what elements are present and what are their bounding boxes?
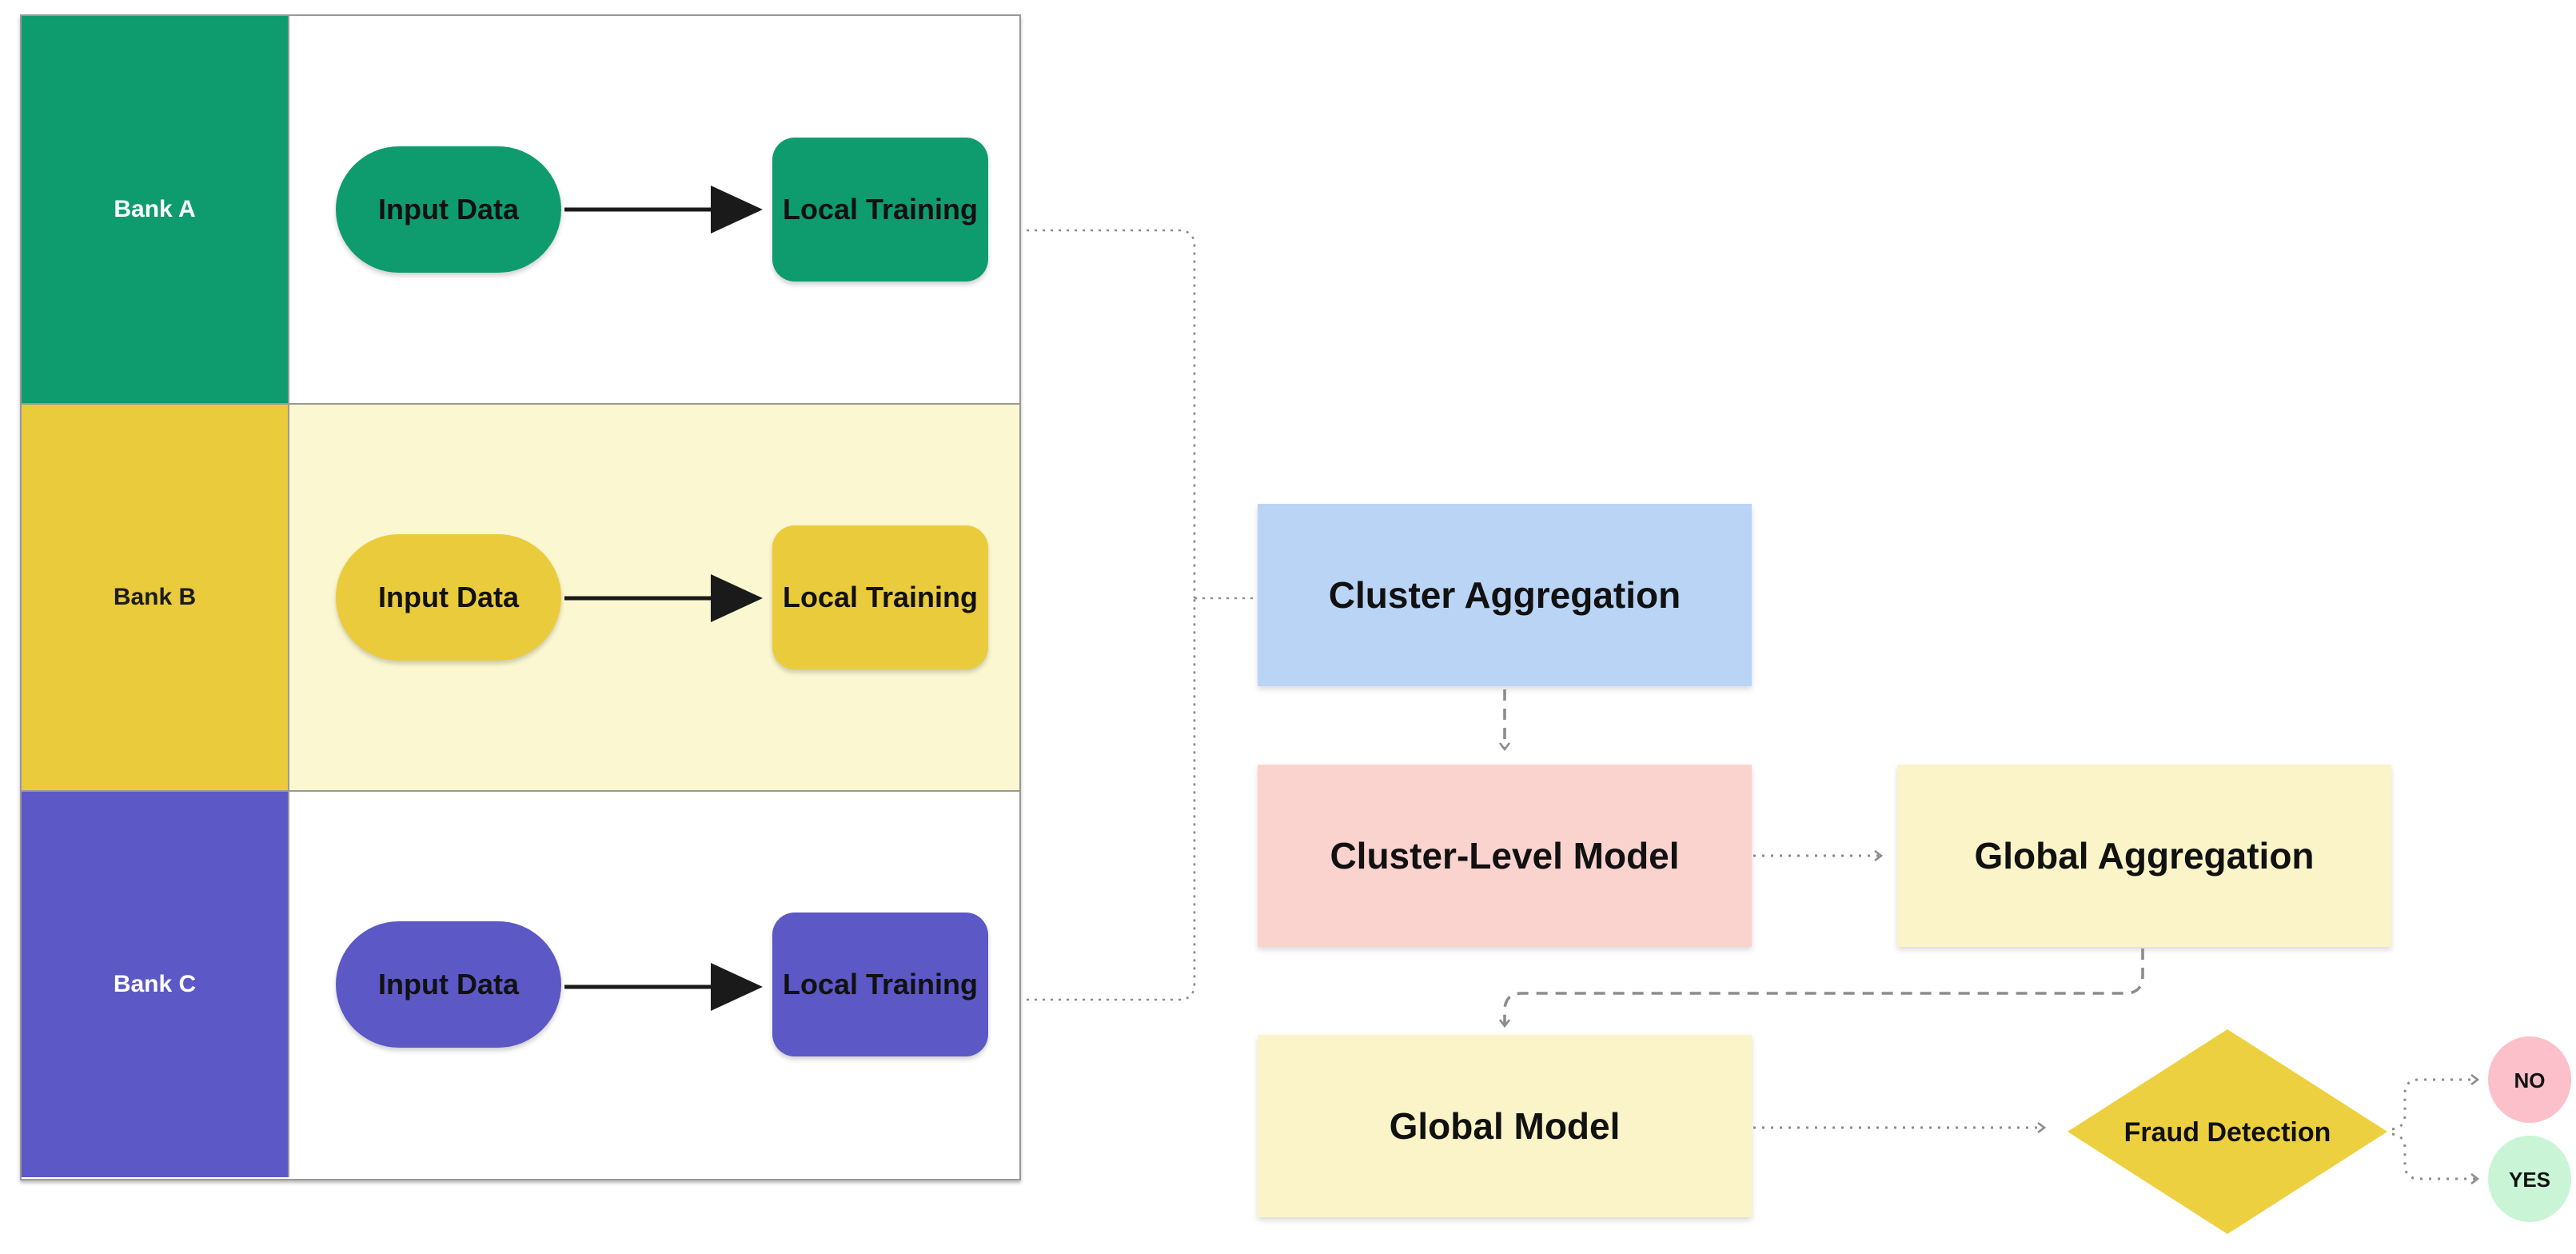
node-label: Local Training (782, 968, 979, 1000)
lane-header-bank-c: Bank C (22, 792, 289, 1177)
lane-row-bank-a: Input Data Local Training (289, 16, 1019, 403)
node-input-data-bank-b: Input Data (336, 534, 561, 661)
outcome-no-label: NO (2514, 1068, 2546, 1092)
node-label: Cluster-Level Model (1330, 835, 1680, 877)
node-input-data-bank-a: Input Data (336, 146, 561, 273)
connector-bank-c-to-cluster-aggregation (1027, 598, 1196, 1001)
node-local-training-bank-b: Local Training (772, 525, 988, 669)
lane-label-bank-b: Bank B (113, 584, 197, 610)
lane-bank-b: Bank B Input Data Local Training (22, 403, 1019, 790)
lane-row-bank-b: Input Data Local Training (289, 405, 1019, 790)
lane-header-bank-a: Bank A (22, 16, 289, 403)
lane-bank-a: Bank A Input Data Local Training (22, 16, 1019, 403)
node-global-model: Global Model (1258, 1035, 1752, 1217)
node-outcome-no (2488, 1036, 2571, 1123)
bank-lanes-table: Bank A Input Data Local Training Bank B … (20, 14, 1021, 1180)
node-local-training-bank-c: Local Training (772, 913, 988, 1056)
node-label: Local Training (782, 581, 979, 613)
node-label: Input Data (378, 968, 519, 1000)
node-label: Global Model (1389, 1105, 1621, 1147)
connector-fraud-detection-to-yes (2391, 1132, 2477, 1179)
node-global-aggregation: Global Aggregation (1897, 765, 2391, 947)
outcome-yes-label: YES (2509, 1168, 2550, 1192)
fraud-detection-label: Fraud Detection (2124, 1117, 2331, 1148)
connector-global-aggregation-to-global-model (1505, 948, 2144, 1025)
node-cluster-aggregation: Cluster Aggregation (1258, 504, 1752, 686)
node-input-data-bank-c: Input Data (336, 921, 561, 1048)
connector-bank-a-to-cluster-aggregation (1027, 229, 1196, 598)
node-label: Input Data (378, 581, 519, 613)
node-label: Local Training (782, 193, 979, 226)
lane-bank-c: Bank C Input Data Local Training (22, 790, 1019, 1177)
lane-label-bank-a: Bank A (114, 196, 196, 222)
node-outcome-yes (2488, 1136, 2571, 1222)
node-fraud-detection-diamond (2068, 1029, 2387, 1234)
lane-label-bank-c: Bank C (113, 971, 197, 997)
node-label: Global Aggregation (1974, 835, 2315, 877)
connector-fraud-detection-to-no (2391, 1080, 2477, 1131)
lane-header-bank-b: Bank B (22, 405, 289, 790)
node-label: Cluster Aggregation (1328, 574, 1681, 616)
lane-row-bank-c: Input Data Local Training (289, 792, 1019, 1177)
node-label: Input Data (378, 193, 519, 226)
node-local-training-bank-a: Local Training (772, 138, 988, 282)
node-cluster-level-model: Cluster-Level Model (1258, 765, 1752, 947)
